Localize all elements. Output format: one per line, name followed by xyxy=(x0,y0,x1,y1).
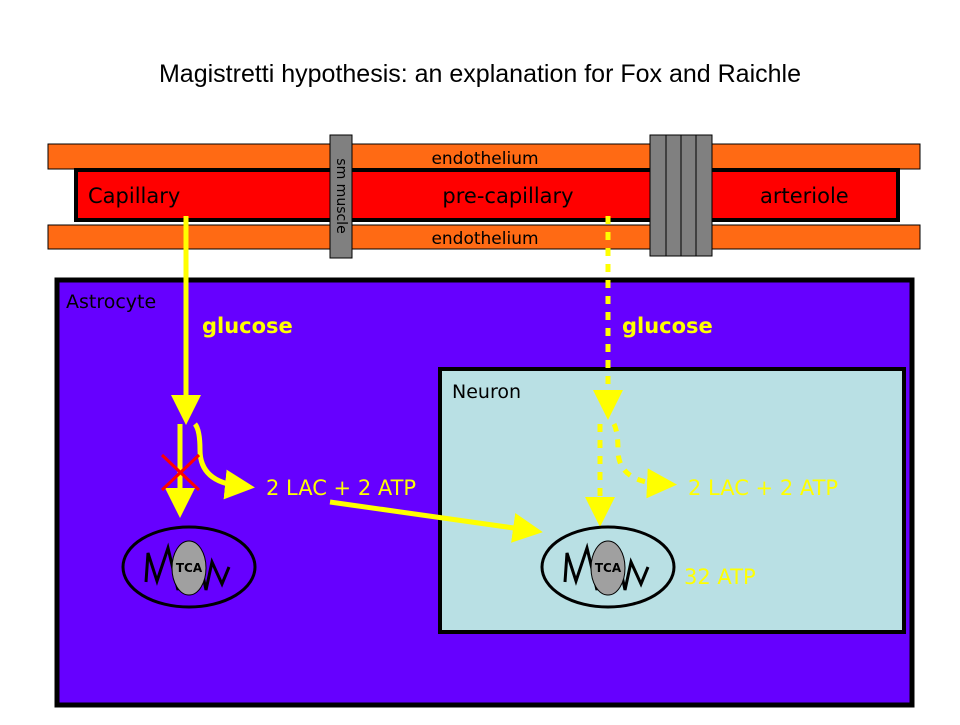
page-title: Magistretti hypothesis: an explanation f… xyxy=(159,60,801,88)
sm-muscle-strip xyxy=(329,134,353,259)
inhibition-mark xyxy=(160,453,201,492)
astrocyte-mitochondrion xyxy=(121,525,257,609)
endothelium-top-layer xyxy=(47,143,921,170)
astrocyte-lactate-label: 2 LAC + 2 ATP xyxy=(266,476,416,500)
endothelium-bottom-layer xyxy=(47,224,921,250)
astrocyte-glycolysis-arrow xyxy=(192,422,255,500)
neuron-tca-label: TCA xyxy=(595,561,622,575)
muscle-band-4 xyxy=(695,134,713,257)
pre-capillary-label: pre-capillary xyxy=(442,184,573,208)
neuron-cell xyxy=(438,367,906,634)
capillary-label: Capillary xyxy=(88,184,180,208)
neuron-atp-label: 32 ATP xyxy=(684,565,756,589)
neuron-lactate-label: 2 LAC + 2 ATP xyxy=(688,476,838,500)
arteriole-label: arteriole xyxy=(760,184,849,208)
muscle-band-2 xyxy=(665,134,682,257)
endothelium-top-label: endothelium xyxy=(431,149,538,169)
neuron-glycolysis-arrow xyxy=(611,422,677,499)
neuron-mitochondrion xyxy=(540,525,676,609)
neuron-label: Neuron xyxy=(452,381,521,403)
astrocyte-tca-label: TCA xyxy=(176,561,203,575)
muscle-band-3 xyxy=(680,134,697,257)
neuron-glucose-label: glucose xyxy=(622,314,713,338)
astrocyte-label: Astrocyte xyxy=(66,291,156,313)
endothelium-bottom-label: endothelium xyxy=(431,229,538,249)
muscle-band-1 xyxy=(649,134,667,257)
sm-muscle-label: sm muscle xyxy=(333,158,349,233)
astrocyte-glucose-label: glucose xyxy=(202,314,293,338)
vessel-lumen xyxy=(74,168,900,222)
lactate-shuttle-arrow xyxy=(329,499,543,543)
